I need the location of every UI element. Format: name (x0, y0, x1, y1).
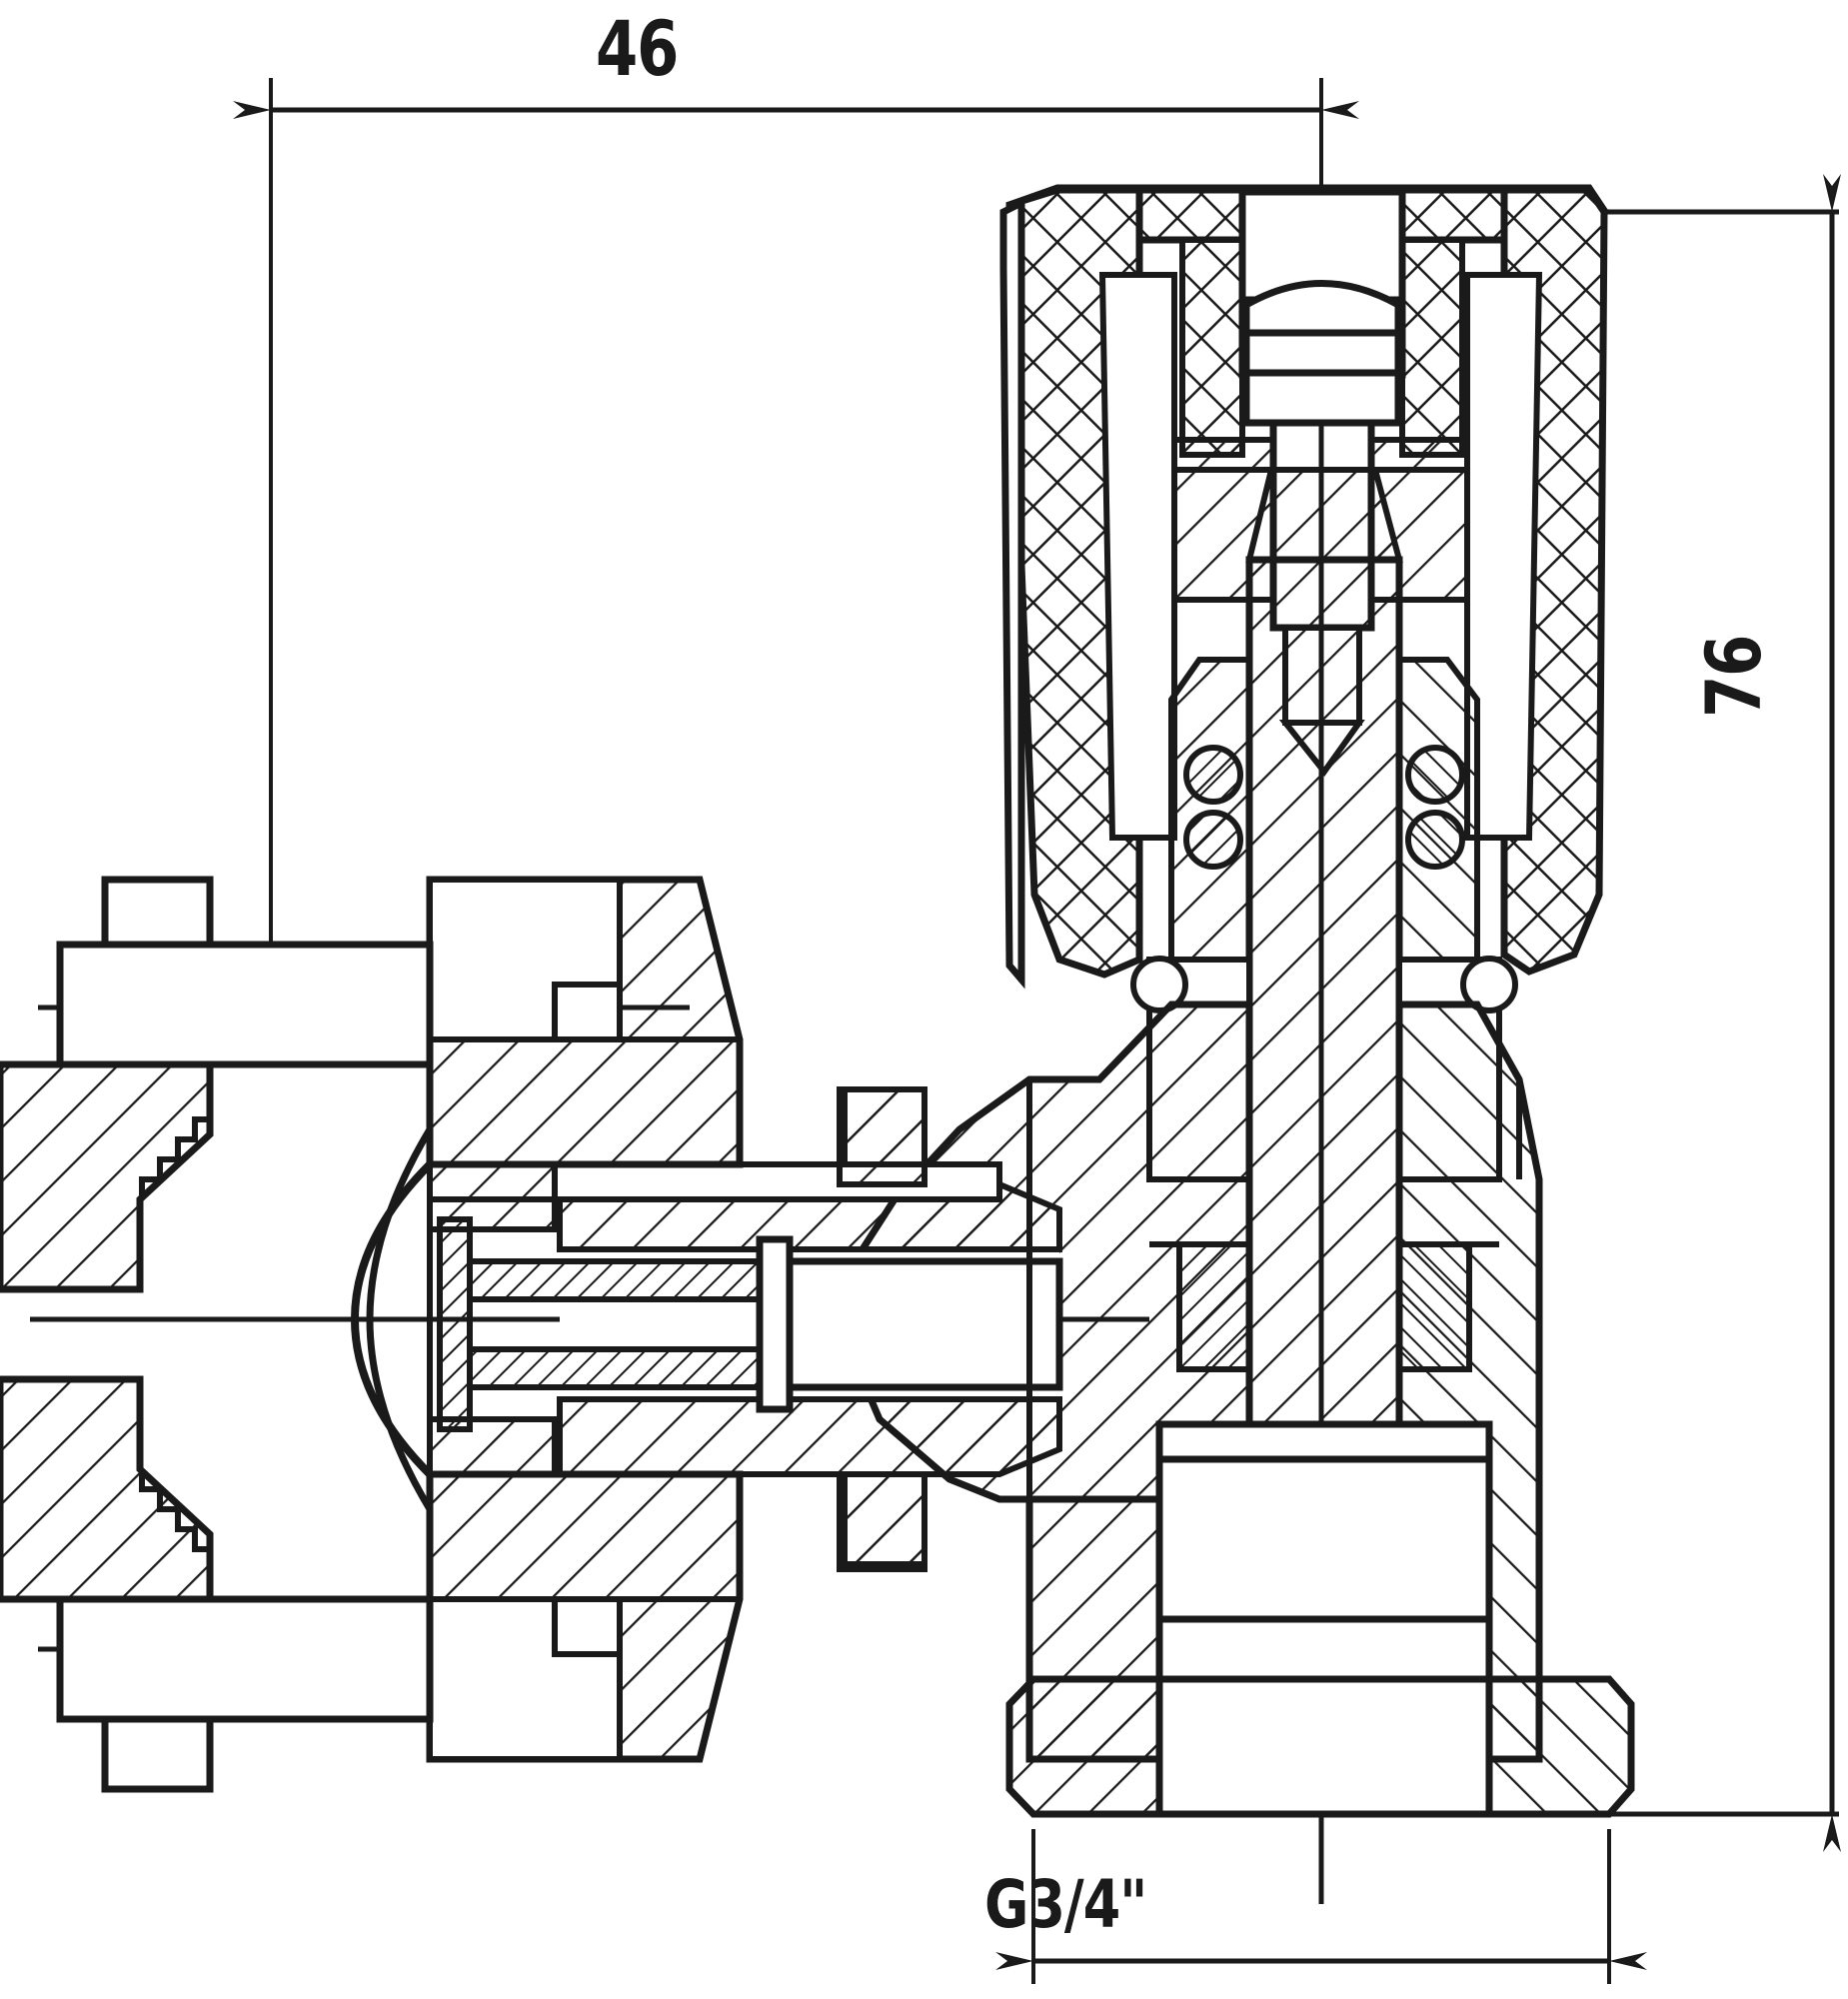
detail-edges (427, 880, 1522, 1759)
outlet-connector-g34 (1005, 1420, 1635, 1818)
body-boss-upper (842, 1086, 927, 1167)
compression-fitting (426, 876, 744, 1763)
dimension-46 (233, 78, 1359, 1059)
oring-upper-left (1183, 745, 1243, 870)
oring-upper-right (1405, 745, 1465, 870)
dimension-label-height: 76 (1689, 635, 1778, 718)
body-boss-lower (842, 1471, 927, 1567)
valve-plug-and-seat (437, 1216, 1063, 1432)
dimension-label-width: 46 (596, 4, 679, 93)
dimension-g34 (995, 1829, 1647, 1984)
union-nut (0, 876, 434, 1793)
dimension-label-thread: G3/4" (984, 1866, 1147, 1943)
fixing-screw-head (1242, 280, 1402, 427)
